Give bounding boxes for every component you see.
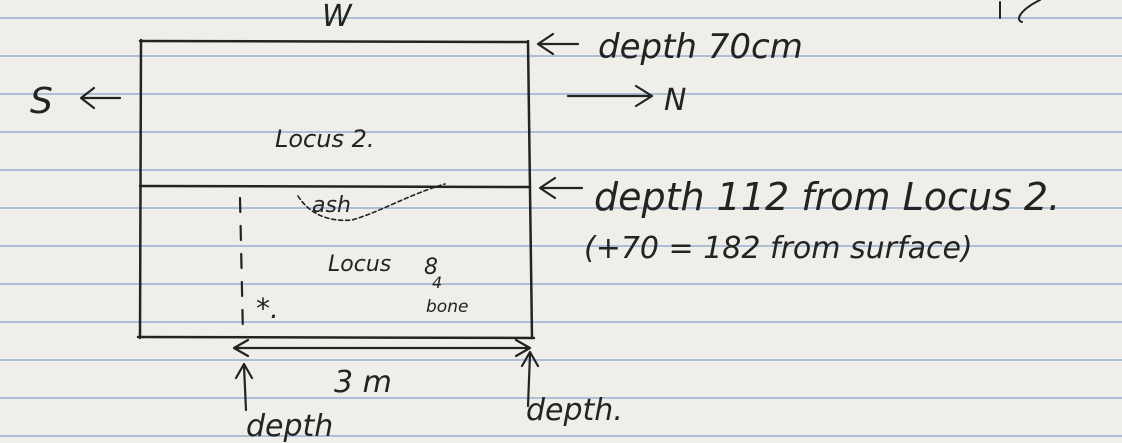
depth-top-arrow: [536, 32, 580, 56]
locus-lower-number: 8: [424, 255, 438, 280]
depth-bottom-right-arrow: [520, 350, 540, 408]
direction-w-label: W: [322, 0, 353, 34]
depth-bottom-left-label: depth: [246, 409, 333, 443]
n-arrow: [566, 84, 654, 108]
direction-n-label: N: [664, 83, 686, 118]
section-dashed-line: [238, 196, 245, 338]
trench-right-edge: [526, 39, 534, 340]
locus-boundary-line: [138, 184, 532, 189]
depth-top-label: depth 70cm: [598, 27, 803, 67]
locus-lower-alt-number: 4: [432, 273, 442, 292]
s-arrow: [79, 86, 122, 110]
find-marker: *.: [256, 292, 279, 325]
depth-bottom-right-label: depth.: [526, 393, 623, 428]
depth-mid-label: depth 112 from Locus 2.: [594, 175, 1060, 219]
locus-upper-label: Locus 2.: [275, 125, 375, 153]
ash-label: ash: [312, 193, 351, 218]
ash-lens: [297, 183, 446, 222]
width-label: 3 m: [334, 365, 392, 400]
trench-top-edge: [138, 39, 530, 44]
top-right-stroke: [999, 0, 1041, 23]
direction-s-label: S: [30, 81, 53, 122]
trench-bottom-edge: [136, 335, 536, 340]
trench-left-edge: [138, 38, 143, 340]
locus-lower-label: Locus: [328, 252, 391, 277]
width-dimension-arrow: [232, 338, 532, 358]
bone-label: bone: [426, 297, 468, 317]
depth-mid-note: (+70 = 182 from surface): [584, 231, 973, 266]
depth-bottom-left-arrow: [234, 362, 254, 412]
depth-mid-arrow: [538, 176, 584, 200]
